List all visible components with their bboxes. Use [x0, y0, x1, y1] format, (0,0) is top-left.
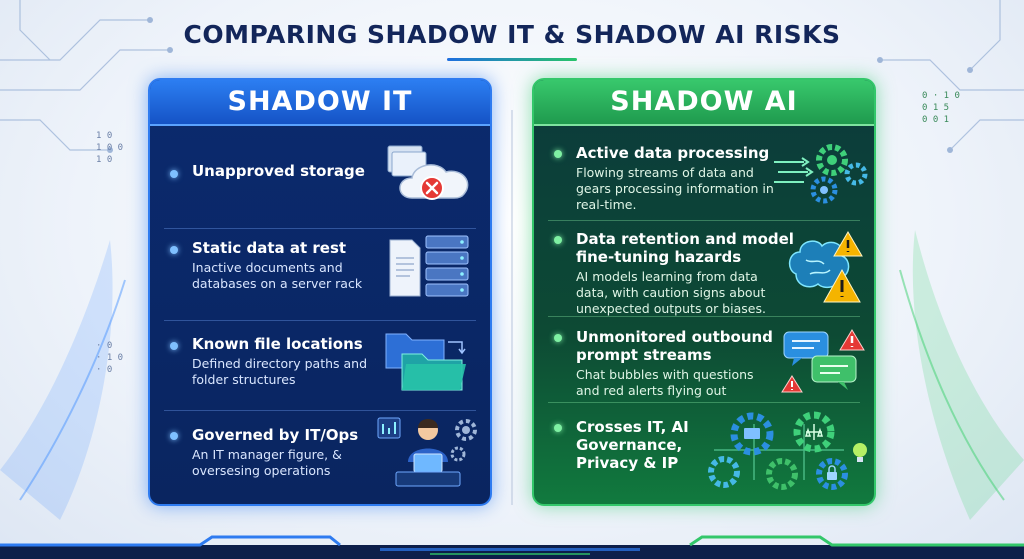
item-heading: Unapproved storage — [192, 162, 365, 180]
item-description: Defined directory paths and folder struc… — [192, 356, 368, 387]
bottom-stripe — [0, 535, 1024, 559]
code-line: · 1 0 — [96, 353, 124, 363]
shadow-ai-panel: SHADOW AI Active data processing Flowing… — [532, 78, 876, 506]
right-binary-codes: 0 · 1 0 0 1 5 0 0 1 — [922, 90, 960, 126]
bullet-dot — [554, 236, 562, 244]
bullet-dot — [170, 432, 178, 440]
bullet-dot — [170, 246, 178, 254]
chat-alert-icon — [781, 329, 865, 393]
document-server-icon — [389, 235, 469, 297]
item-heading: Crosses IT, AI Governance, Privacy & IP — [576, 418, 689, 472]
code-line: 0 0 1 — [922, 115, 950, 125]
it-manager-icon — [377, 417, 477, 487]
bullet-dot — [170, 170, 178, 178]
separator — [548, 220, 860, 221]
title-underline — [447, 58, 577, 61]
page-title: COMPARING SHADOW IT & SHADOW AI RISKS — [183, 20, 841, 49]
bullet-dot — [554, 424, 562, 432]
gears-stream-icon — [774, 144, 868, 204]
cloud-folder-error-icon — [387, 145, 469, 200]
shadow-it-header: SHADOW IT — [150, 80, 490, 126]
left-binary-codes-lower: · 0 · 1 0 · 0 — [96, 340, 123, 376]
separator — [164, 410, 476, 411]
code-line: 1 0 — [96, 155, 113, 165]
shadow-ai-header: SHADOW AI — [534, 80, 874, 126]
item-heading: Governed by IT/Ops — [192, 426, 359, 444]
bullet-dot — [170, 342, 178, 350]
left-binary-codes: 1 0 1 0 0 1 0 — [96, 130, 123, 166]
brain-warning-icon — [788, 231, 863, 303]
separator — [164, 320, 476, 321]
separator — [548, 316, 860, 317]
governance-network-icon — [708, 411, 867, 490]
code-line: · 0 — [96, 365, 113, 375]
item-description: Flowing streams of data and gears proces… — [576, 165, 774, 212]
item-description: AI models learning from data data, with … — [576, 269, 766, 316]
item-description: An IT manager figure, & oversesing opera… — [192, 447, 342, 478]
item-heading: Known file locations — [192, 335, 363, 353]
code-line: · 0 — [96, 341, 113, 351]
item-heading: Active data processing — [576, 144, 770, 162]
code-line: 0 1 5 — [922, 103, 950, 113]
item-heading: Static data at rest — [192, 239, 347, 257]
separator — [548, 402, 860, 403]
folders-icon — [385, 333, 466, 391]
code-line: 1 0 0 — [96, 143, 124, 153]
bullet-dot — [554, 334, 562, 342]
code-line: 0 · 1 0 — [922, 91, 960, 101]
item-description: Inactive documents and databases on a se… — [192, 260, 363, 291]
code-line: 1 0 — [96, 131, 113, 141]
item-heading: Data retention and model fine-tuning haz… — [576, 230, 794, 266]
shadow-it-panel: SHADOW IT Unapproved storage Static data… — [148, 78, 492, 506]
item-heading: Unmonitored outbound prompt streams — [576, 328, 773, 364]
bullet-dot — [554, 150, 562, 158]
item-description: Chat bubbles with questions and red aler… — [576, 367, 754, 398]
separator — [164, 228, 476, 229]
